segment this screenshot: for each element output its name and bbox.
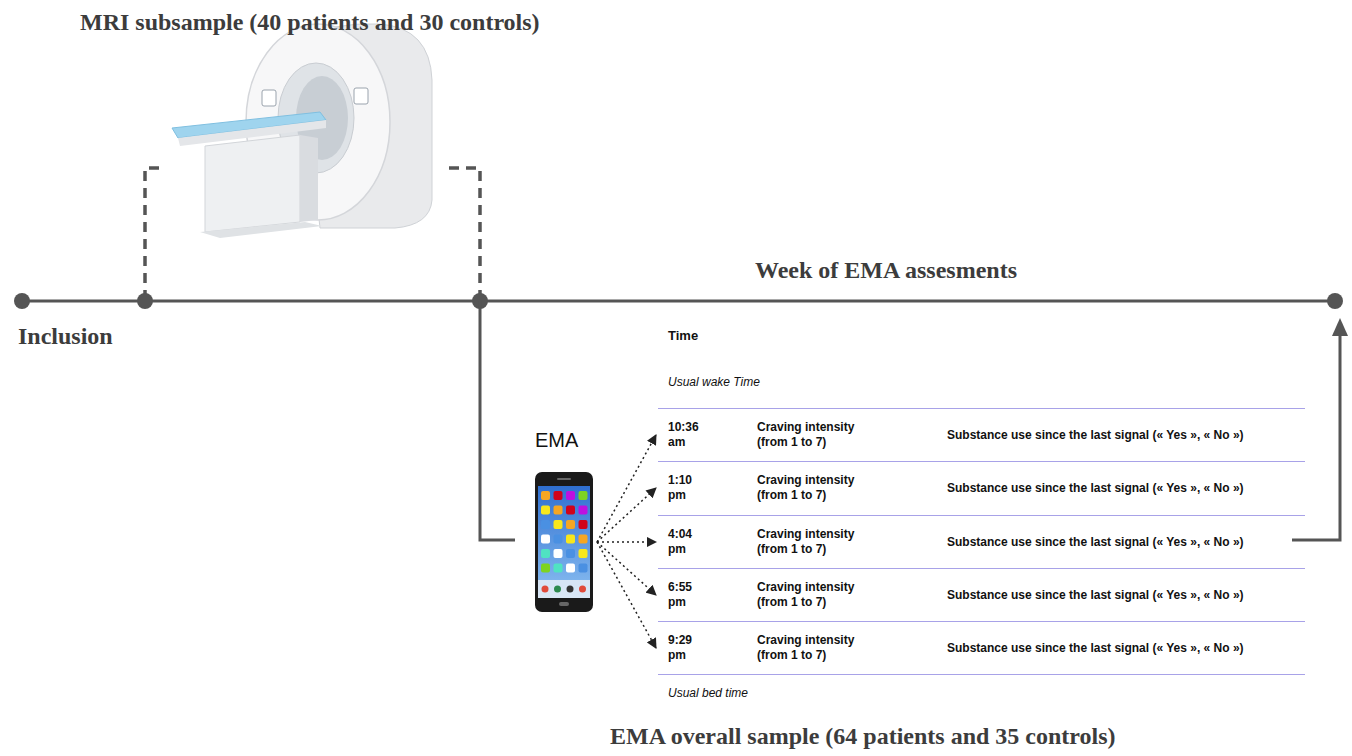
app-icon bbox=[554, 491, 563, 500]
dock-icon bbox=[567, 586, 574, 593]
phase-label: Week of EMA assesments bbox=[755, 256, 1017, 284]
app-icon bbox=[579, 549, 588, 558]
flow-line bbox=[480, 301, 515, 540]
prompt-row: 1:10 pm Craving intensity (from 1 to 7) Su… bbox=[658, 461, 1305, 515]
substance-item: Substance use since the last signal (« Y… bbox=[947, 588, 1244, 603]
app-icon bbox=[541, 506, 550, 515]
app-icon bbox=[579, 491, 588, 500]
craving-item: Craving intensity (from 1 to 7) bbox=[757, 527, 882, 557]
phone-body bbox=[535, 472, 593, 612]
flow-arrowhead bbox=[1332, 318, 1348, 336]
timeline bbox=[22, 300, 1335, 303]
craving-item: Craving intensity (from 1 to 7) bbox=[757, 473, 882, 503]
prompt-arrow bbox=[597, 542, 656, 595]
mri-scanner bbox=[172, 24, 432, 238]
app-icon bbox=[566, 549, 575, 558]
prompt-time: 4:04 pm bbox=[668, 527, 713, 557]
gantry-panel bbox=[354, 88, 368, 104]
smartphone-icon bbox=[535, 472, 593, 612]
app-icon bbox=[541, 549, 550, 558]
app-icon bbox=[554, 535, 563, 544]
app-icon bbox=[579, 506, 588, 515]
app-icon bbox=[566, 564, 575, 573]
timeline-dot bbox=[14, 293, 30, 309]
prompt-row: 6:55 pm Craving intensity (from 1 to 7) Su… bbox=[658, 568, 1305, 622]
app-icon bbox=[541, 564, 550, 573]
table-base bbox=[205, 135, 300, 232]
app-icon bbox=[566, 506, 575, 515]
table-note: Usual wake Time bbox=[668, 374, 760, 390]
phone-dock bbox=[538, 580, 590, 598]
ema-sample-caption: EMA overall sample (64 patients and 35 c… bbox=[610, 722, 1116, 750]
app-icon bbox=[554, 520, 563, 529]
ema-phone: EMA bbox=[535, 428, 593, 612]
substance-item: Substance use since the last signal (« Y… bbox=[947, 535, 1244, 550]
craving-item: Craving intensity (from 1 to 7) bbox=[757, 580, 882, 610]
gantry-panel bbox=[262, 90, 276, 106]
flow-line bbox=[1292, 334, 1340, 540]
prompt-arrow bbox=[597, 542, 656, 648]
craving-item: Craving intensity (from 1 to 7) bbox=[757, 633, 882, 663]
app-icon bbox=[579, 520, 588, 529]
substance-item: Substance use since the last signal (« Y… bbox=[947, 428, 1244, 443]
column-header: Time bbox=[668, 328, 698, 344]
app-icon bbox=[554, 549, 563, 558]
prompt-row: 4:04 pm Craving intensity (from 1 to 7) Su… bbox=[658, 515, 1305, 569]
prompt-row: 9:29 pm Craving intensity (from 1 to 7) Su… bbox=[658, 621, 1305, 675]
app-icon bbox=[541, 535, 550, 544]
table-note: Usual bed time bbox=[668, 685, 748, 701]
device-label: EMA bbox=[535, 428, 593, 452]
prompt-time: 1:10 pm bbox=[668, 473, 713, 503]
app-icon bbox=[541, 520, 550, 529]
prompt-arrow bbox=[597, 435, 656, 542]
mri-sample-caption: MRI subsample (40 patients and 30 contro… bbox=[80, 8, 540, 36]
home-button bbox=[559, 602, 569, 606]
substance-item: Substance use since the last signal (« Y… bbox=[947, 481, 1244, 496]
app-icon bbox=[566, 535, 575, 544]
prompt-time: 9:29 pm bbox=[668, 633, 713, 663]
dock-icon bbox=[554, 586, 561, 593]
prompt-arrow bbox=[597, 488, 656, 542]
prompt-time: 10:36 am bbox=[668, 420, 713, 450]
prompt-time: 6:55 pm bbox=[668, 580, 713, 610]
prompt-row: 10:36 am Craving intensity (from 1 to 7) S… bbox=[658, 408, 1305, 462]
app-icon bbox=[566, 520, 575, 529]
app-icon bbox=[541, 491, 550, 500]
phone-screen bbox=[538, 486, 590, 598]
app-icon bbox=[554, 564, 563, 573]
substance-item: Substance use since the last signal (« Y… bbox=[947, 641, 1244, 656]
dock-icon bbox=[542, 586, 549, 593]
app-icon bbox=[554, 506, 563, 515]
prompt-arrow bbox=[597, 541, 656, 543]
app-icon bbox=[579, 564, 588, 573]
mri-bracket bbox=[145, 168, 480, 300]
timeline-dot bbox=[1327, 293, 1343, 309]
dock-icon bbox=[579, 586, 586, 593]
table-foot bbox=[200, 222, 322, 238]
craving-item: Craving intensity (from 1 to 7) bbox=[757, 420, 882, 450]
phone-speaker bbox=[557, 478, 571, 480]
timeline-dot bbox=[137, 293, 153, 309]
app-icon bbox=[579, 535, 588, 544]
timeline-start-label: Inclusion bbox=[18, 322, 113, 350]
table-base-side bbox=[300, 135, 318, 222]
app-icon bbox=[566, 491, 575, 500]
